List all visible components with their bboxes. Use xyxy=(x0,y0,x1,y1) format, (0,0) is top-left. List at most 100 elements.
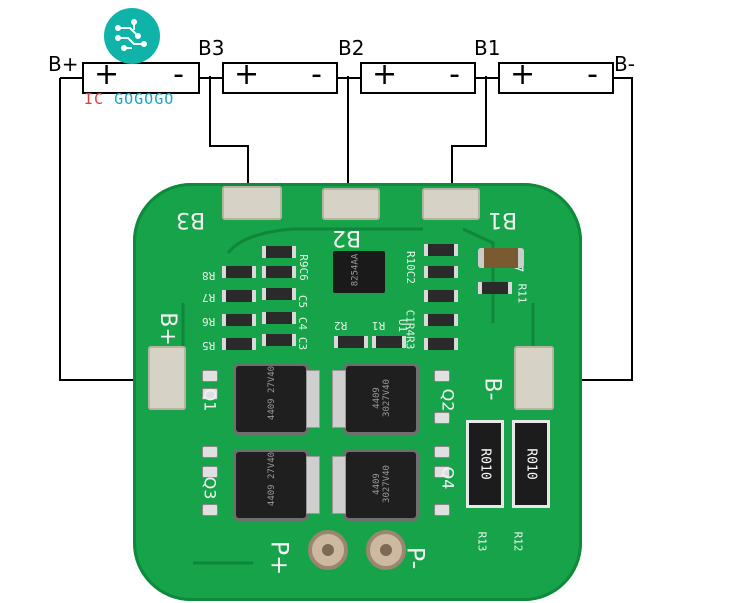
smd-component xyxy=(262,334,296,346)
mosfet-marking: 4409 27V40 xyxy=(267,451,277,507)
battery-plus-sign: + xyxy=(94,57,120,92)
silk-label-b3: B3 xyxy=(176,207,206,232)
silk-label-r6: R6 xyxy=(202,315,216,328)
brand-logo-text: IC GOGOGO xyxy=(84,90,174,108)
brand-logo-icon xyxy=(104,8,160,64)
mosfet-q1: 4409 27V40 xyxy=(236,365,320,432)
label-b3: B3 xyxy=(198,36,225,60)
battery-minus-sign: - xyxy=(449,57,460,92)
battery-minus-sign: - xyxy=(587,57,598,92)
pad-b3[interactable] xyxy=(222,186,282,220)
silk-label-r7: R7 xyxy=(202,291,216,304)
smd-component xyxy=(424,338,458,350)
silk-label-c5: C5 xyxy=(296,294,310,309)
mosfet-marking: 4409 27V40 xyxy=(267,365,277,421)
mosfet-pin xyxy=(202,388,218,400)
battery-cell-2: + - xyxy=(222,57,338,94)
resistor-marking: R010 xyxy=(477,448,493,480)
resistor-marking: R010 xyxy=(523,448,539,480)
silk-label-c4: C4 xyxy=(296,316,310,331)
smd-component xyxy=(222,314,256,326)
capacitor-c7 xyxy=(478,248,524,268)
silk-label-q3: Q3 xyxy=(200,476,220,500)
smd-component xyxy=(262,312,296,324)
battery-plus-sign: + xyxy=(372,57,398,92)
silk-label-q1: Q1 xyxy=(200,388,220,412)
mosfet-marking: 4409 3027V40 xyxy=(372,379,392,417)
mosfet-marking: 4409 3027V40 xyxy=(372,465,392,503)
silk-label-b-minus: B- xyxy=(479,377,505,401)
smd-component xyxy=(372,336,406,348)
smd-component xyxy=(222,266,256,278)
mosfet-pin xyxy=(202,466,218,478)
silk-label-r12: R12 xyxy=(511,531,525,552)
battery-minus-sign: - xyxy=(311,57,322,92)
battery-cell-4: + - xyxy=(498,57,614,94)
mosfet-pin xyxy=(202,370,218,382)
wire-b3 xyxy=(209,76,249,186)
label-b-plus: B+ xyxy=(48,52,79,76)
wire-b1 xyxy=(451,76,487,190)
mosfet-pin xyxy=(202,446,218,458)
smd-component xyxy=(222,338,256,350)
shunt-resistor-r12: R010 xyxy=(512,420,550,508)
battery-cell-3: + - xyxy=(360,57,476,94)
pad-b-minus[interactable] xyxy=(514,346,554,410)
mosfet-q2: 4409 3027V40 xyxy=(332,366,416,432)
silk-label-r10c2: R10C2 xyxy=(404,250,418,285)
silk-label-r9c6: R9C6 xyxy=(296,254,310,281)
label-b1: B1 xyxy=(474,36,501,60)
mosfet-pin xyxy=(434,504,450,516)
smd-component xyxy=(222,290,256,302)
battery-plus-sign: + xyxy=(510,57,536,92)
silk-label-c3: C3 xyxy=(296,336,310,351)
pad-b-plus[interactable] xyxy=(148,346,186,410)
wire-b-plus xyxy=(59,78,150,381)
output-hole-p-plus[interactable] xyxy=(308,530,348,570)
smd-component xyxy=(424,314,458,326)
silk-label-p-minus: P- xyxy=(401,546,430,570)
mosfet-pin xyxy=(434,412,450,424)
pad-b1[interactable] xyxy=(422,188,480,220)
label-b-minus: B- xyxy=(614,52,635,76)
ic-marking: 8254AA xyxy=(350,253,361,287)
silk-label-r5: R5 xyxy=(202,339,216,352)
smd-component xyxy=(262,266,296,278)
silk-label-c1r4r3: C1R4R3 xyxy=(403,309,417,350)
protection-ic-u1: 8254AA xyxy=(333,251,385,293)
silk-label-r11: R11 xyxy=(515,283,529,304)
battery-minus-sign: - xyxy=(173,57,184,92)
smd-component xyxy=(262,246,296,258)
silk-label-b2: B2 xyxy=(332,225,362,250)
smd-component xyxy=(424,244,458,256)
smd-component xyxy=(334,336,368,348)
mosfet-pin xyxy=(434,466,450,478)
pad-b2[interactable] xyxy=(322,188,380,220)
brand-logo-text-teal: GOGOGO xyxy=(114,90,175,108)
battery-cell-1: + - xyxy=(82,57,200,94)
silk-label-q2: Q2 xyxy=(438,388,458,412)
silk-label-r2: R2 xyxy=(334,319,348,332)
mosfet-pin xyxy=(434,446,450,458)
shunt-resistor-r13: R010 xyxy=(466,420,504,508)
silk-label-p-plus: P+ xyxy=(265,540,294,576)
output-hole-p-minus[interactable] xyxy=(366,530,406,570)
mosfet-q3: 4409 27V40 xyxy=(236,451,320,518)
silk-label-q4: Q4 xyxy=(438,466,458,490)
silk-label-r8: R8 xyxy=(202,269,216,282)
silk-label-b1: B1 xyxy=(488,207,518,232)
mosfet-pin xyxy=(434,370,450,382)
silk-label-r1: R1 xyxy=(372,319,386,332)
circuit-icon xyxy=(115,19,147,51)
battery-plus-sign: + xyxy=(234,57,260,92)
smd-component xyxy=(424,290,458,302)
label-b2: B2 xyxy=(338,36,365,60)
wire-b-minus xyxy=(540,77,633,381)
brand-logo-text-red: IC xyxy=(84,90,105,108)
smd-component xyxy=(478,282,512,294)
smd-component xyxy=(262,288,296,300)
mosfet-pin xyxy=(202,504,218,516)
silk-label-b-plus: B+ xyxy=(154,312,180,346)
smd-component xyxy=(424,266,458,278)
